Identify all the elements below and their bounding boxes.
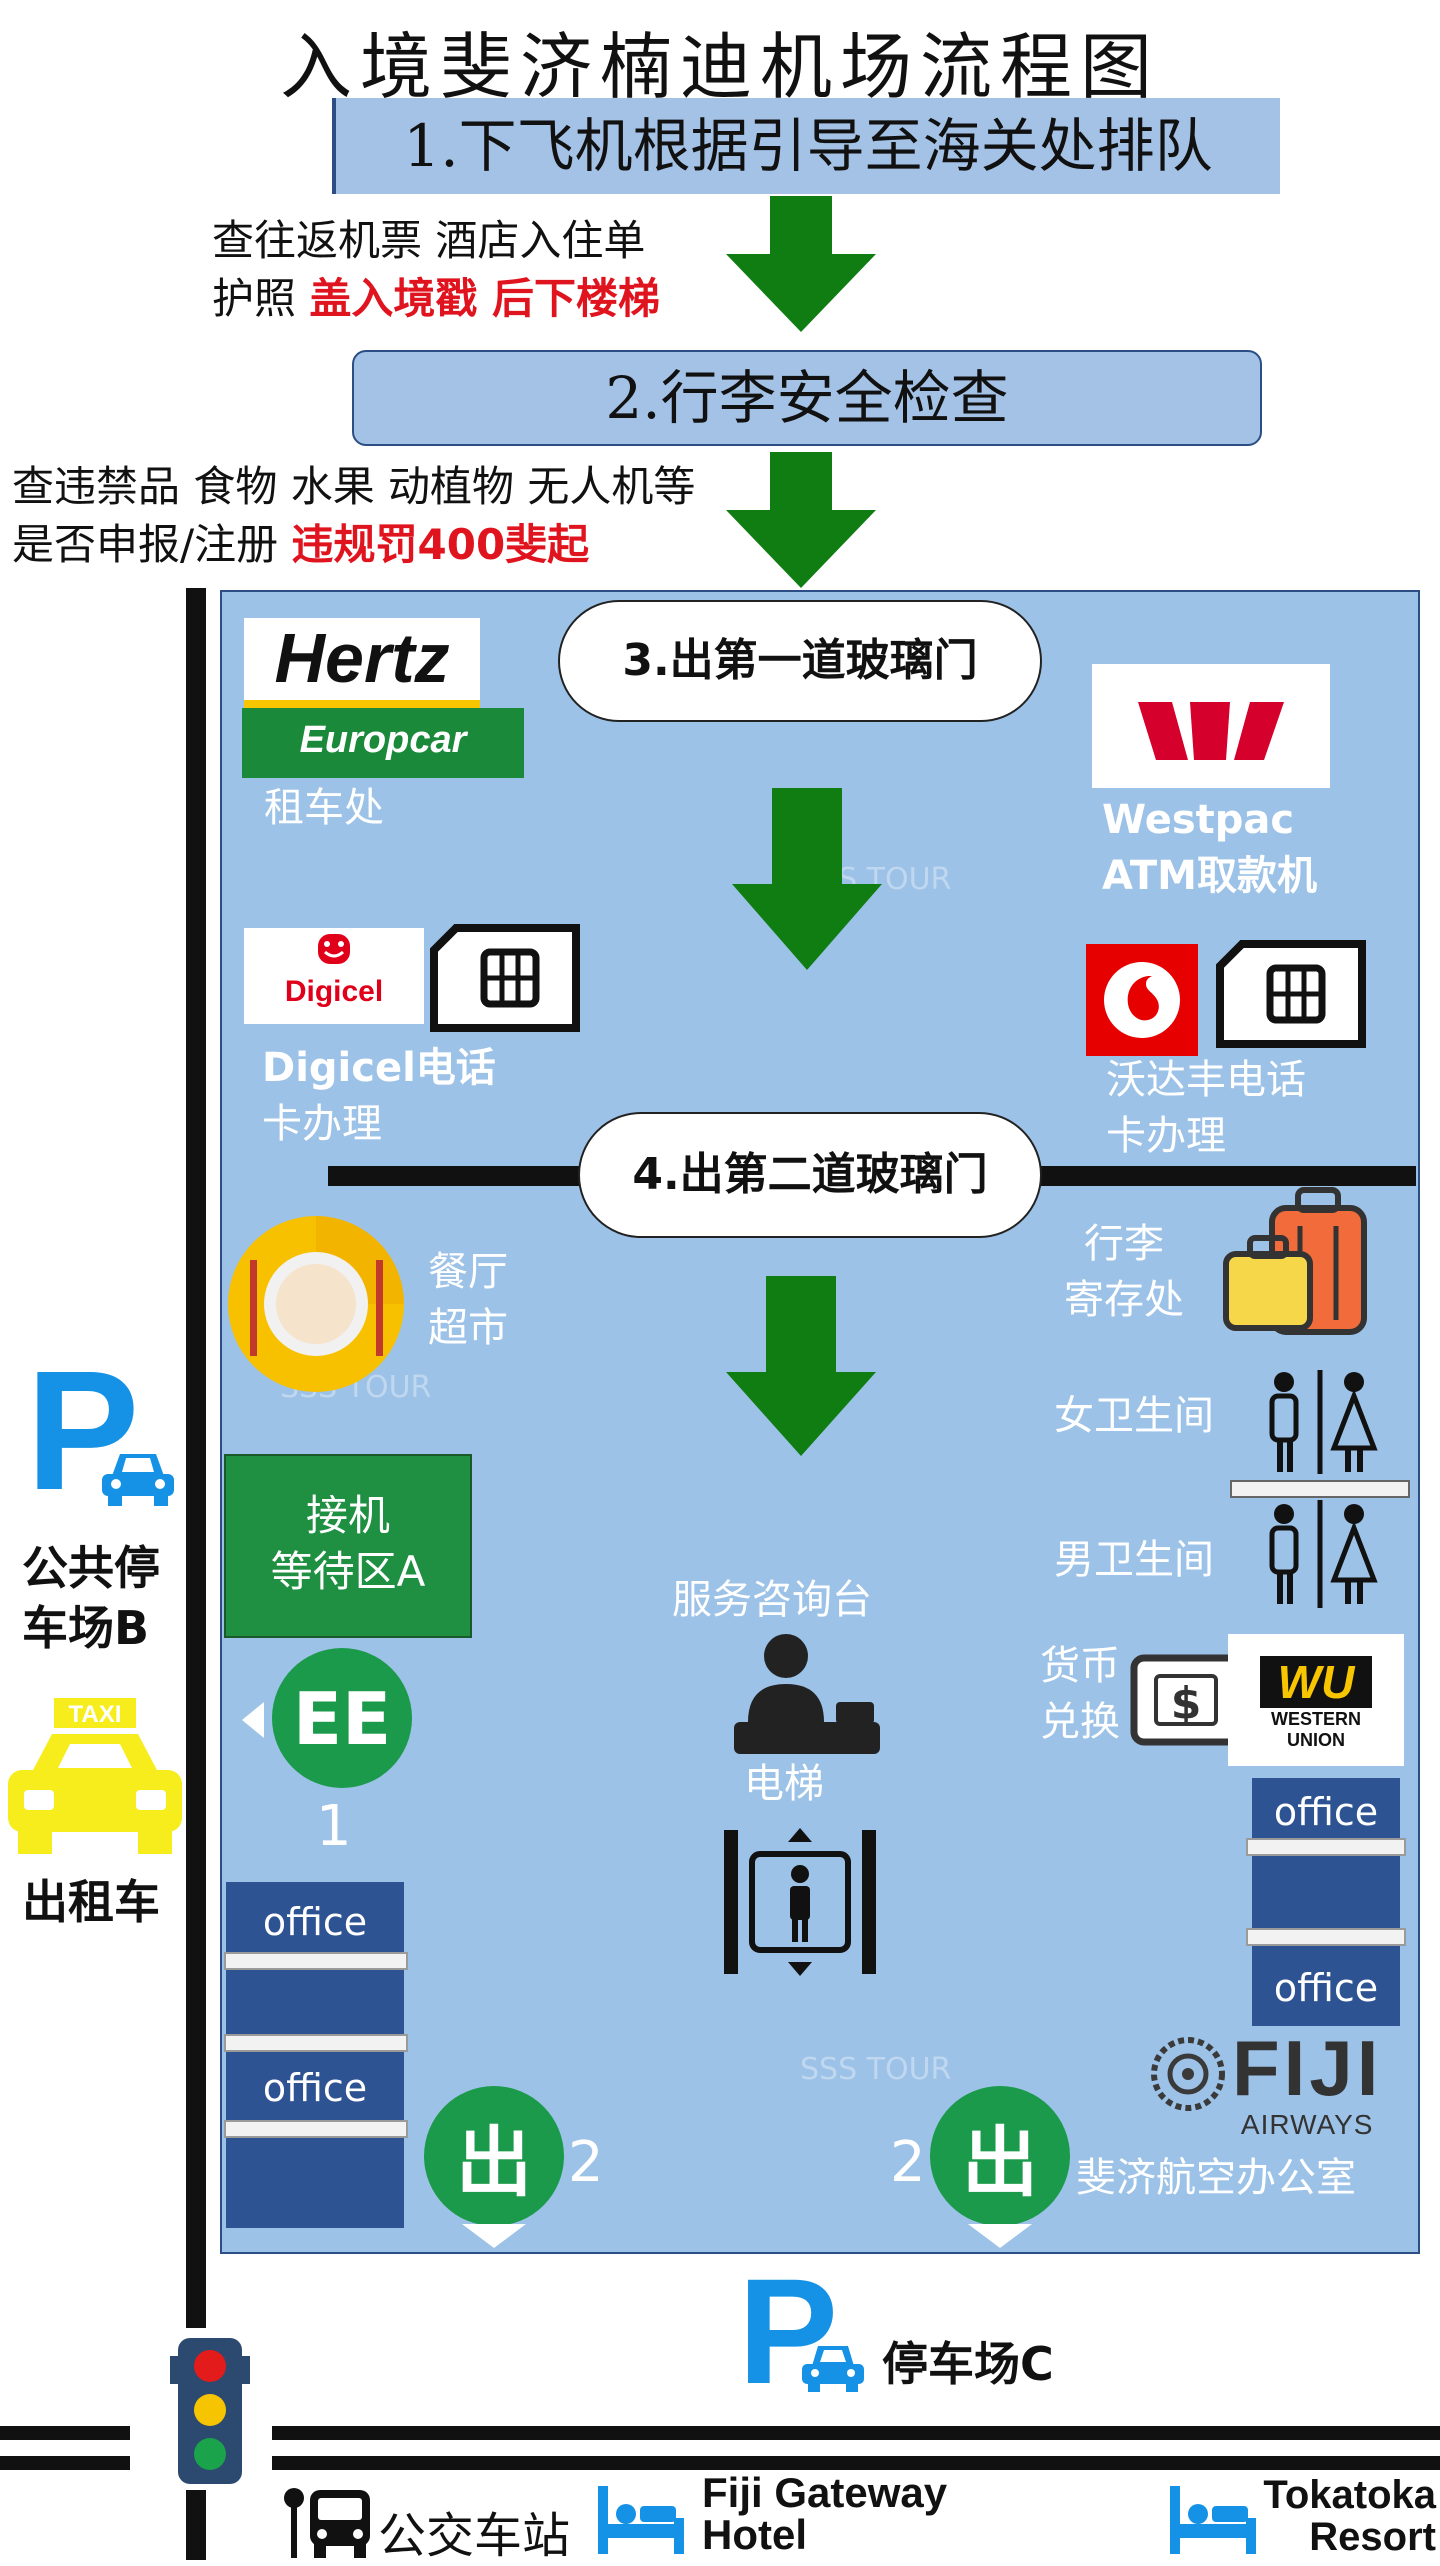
office-label: office xyxy=(1273,1966,1379,2010)
step4-label: 4.出第二道玻璃门 xyxy=(632,1149,988,1200)
left-road-line xyxy=(186,588,206,2328)
car-rental-label: 租车处 xyxy=(264,785,384,831)
fiji-airways-logo: FIJI AIRWAYS xyxy=(1232,2024,1383,2140)
office-divider xyxy=(1246,1928,1406,1946)
hotel-bed-icon xyxy=(1170,2486,1256,2554)
info-desk-label: 服务咨询台 xyxy=(672,1577,872,1623)
down-arrow-2 xyxy=(726,452,876,588)
office-divider xyxy=(224,2120,408,2138)
office-divider xyxy=(1246,1838,1406,1856)
office-label: office xyxy=(1273,1790,1379,1834)
exit-pointer xyxy=(968,2224,1032,2248)
westpac-logo xyxy=(1092,664,1330,788)
digicel-label: Digicel电话 卡办理 xyxy=(262,1045,496,1147)
office-divider xyxy=(224,1952,408,1970)
down-arrow-3 xyxy=(732,788,882,970)
office-block-right xyxy=(1252,1778,1400,2026)
exit-2-left-number: 2 xyxy=(568,2130,604,2195)
step1-note-line1: 查往返机票 酒店入住单 xyxy=(212,216,646,265)
step3-pill: 3.出第一道玻璃门 xyxy=(558,600,1042,722)
office-label: office xyxy=(262,2066,368,2110)
female-toilet-label: 女卫生间 xyxy=(1054,1393,1214,1439)
info-desk-icon xyxy=(734,1634,880,1754)
elevator-icon xyxy=(724,1828,876,1976)
vodafone-logo-icon xyxy=(1086,944,1198,1056)
parking-b-label: 公共停 车场B xyxy=(22,1541,160,1655)
hotel-fiji-gateway-label: Fiji Gateway Hotel xyxy=(702,2469,948,2558)
male-toilet-icon xyxy=(1269,1500,1378,1608)
digicel-logo: Digicel xyxy=(244,928,424,1024)
svg-text:TAXI: TAXI xyxy=(69,1701,122,1728)
restaurant-label: 餐厅 超市 xyxy=(428,1249,508,1351)
svg-text:$: $ xyxy=(1171,1678,1202,1729)
step2-note-line1: 查违禁品 食物 水果 动植物 无人机等 xyxy=(12,462,696,511)
hotel-bed-icon xyxy=(598,2486,684,2554)
car-icon xyxy=(802,2346,864,2392)
road-line-top-left xyxy=(0,2426,130,2440)
europcar-logo: Europcar xyxy=(242,708,524,778)
car-icon xyxy=(102,1454,174,1506)
step1-box: 1.下飞机根据引导至海关处排队 xyxy=(332,98,1280,194)
page-title: 入境斐济楠迪机场流程图 xyxy=(279,25,1160,109)
sim-card-icon xyxy=(1216,940,1366,1048)
office-divider xyxy=(224,2034,408,2052)
digicel-smile-icon xyxy=(318,934,350,964)
exit-2-right-icon: 出 xyxy=(930,2086,1070,2226)
pickup-area-a: 接机 等待区A xyxy=(224,1454,472,1638)
vodafone-label: 沃达丰电话 卡办理 xyxy=(1106,1057,1306,1159)
step1-note-line2: 护照 盖入境戳 后下楼梯 xyxy=(212,274,660,323)
step2-box: 2.行李安全检查 xyxy=(352,350,1262,446)
watermark: SSS TOUR xyxy=(800,2052,952,2087)
cash-icon: $ xyxy=(1130,1654,1242,1746)
western-union-logo: WU WESTERN UNION xyxy=(1228,1634,1404,1766)
traffic-light-icon xyxy=(170,2338,250,2484)
fiji-airways-emblem-icon xyxy=(1151,2037,1225,2111)
left-road-line-lower xyxy=(186,2490,206,2560)
toilet-sign-bar xyxy=(1230,1480,1410,1498)
svg-text:EE: EE xyxy=(293,1677,391,1761)
male-toilet-label: 男卫生间 xyxy=(1054,1537,1214,1583)
taxi-label: 出租车 xyxy=(22,1875,160,1929)
female-toilet-icon xyxy=(1269,1370,1378,1474)
entrance-1-number: 1 xyxy=(316,1794,352,1859)
step2-note-line2: 是否申报/注册 违规罚400斐起 xyxy=(12,520,590,569)
road-line-bottom-left xyxy=(0,2456,130,2470)
westpac-w-icon xyxy=(1138,702,1284,760)
exit-2-right-number: 2 xyxy=(890,2130,926,2195)
bus-stop-icon xyxy=(284,2488,370,2558)
office-label: office xyxy=(262,1900,368,1944)
step2-note: 查违禁品 食物 水果 动植物 无人机等 是否申报/注册 违规罚400斐起 xyxy=(12,458,695,574)
hertz-logo: Hertz xyxy=(244,618,480,708)
bus-stop-label: 公交车站 xyxy=(378,2508,571,2564)
restaurant-plate-icon xyxy=(228,1216,404,1392)
taxi-icon: TAXI xyxy=(8,1698,182,1854)
step1-label: 1.下飞机根据引导至海关处排队 xyxy=(403,112,1213,180)
westpac-label: Westpac ATM取款机 xyxy=(1102,797,1317,899)
hotel-tokatoka-label: Tokatoka Resort xyxy=(1263,2473,1436,2559)
luggage-label: 行李 寄存处 xyxy=(1064,1221,1184,1323)
elevator-label: 电梯 xyxy=(744,1761,824,1807)
exit-2-left-icon: 出 xyxy=(424,2086,564,2226)
parking-c-label: 停车场C xyxy=(882,2337,1054,2391)
road-line-bottom xyxy=(272,2456,1440,2470)
luggage-icon xyxy=(1223,1187,1367,1335)
step4-pill: 4.出第二道玻璃门 xyxy=(578,1112,1042,1238)
sim-card-icon xyxy=(430,924,580,1032)
step2-label: 2.行李安全检查 xyxy=(605,364,1009,432)
fiji-office-label: 斐济航空办公室 xyxy=(1076,2155,1356,2201)
down-arrow-4 xyxy=(726,1276,876,1456)
currency-label: 货币 兑换 xyxy=(1040,1643,1120,1745)
step3-label: 3.出第一道玻璃门 xyxy=(622,635,978,686)
road-line-top xyxy=(272,2426,1440,2440)
down-arrow-1 xyxy=(726,196,876,332)
elevator-sign-icon: EE xyxy=(242,1648,412,1788)
step1-note: 查往返机票 酒店入住单 护照 盖入境戳 后下楼梯 xyxy=(212,212,660,328)
office-block-left xyxy=(226,1882,404,2228)
exit-pointer xyxy=(462,2224,526,2248)
